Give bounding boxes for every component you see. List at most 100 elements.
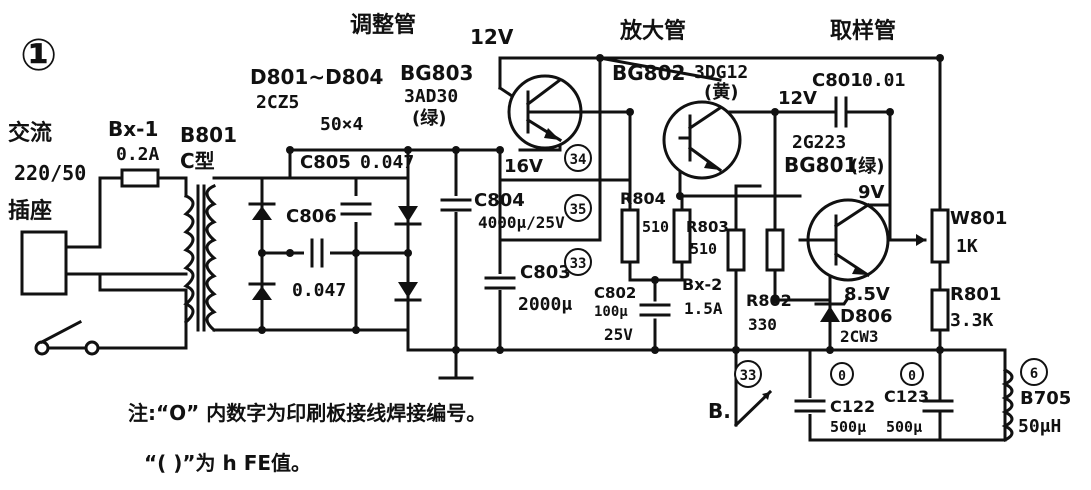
cap-c802 bbox=[639, 302, 671, 318]
cap-c805 bbox=[340, 196, 372, 222]
rectifier-spec2: 50×4 bbox=[320, 114, 364, 135]
power-switch bbox=[34, 319, 100, 356]
r801-name: R801 bbox=[950, 284, 1001, 305]
bg801-name: BG801 bbox=[784, 153, 857, 177]
d806-part: 2CW3 bbox=[840, 327, 879, 346]
bg803-voltage-top: 12V bbox=[470, 25, 514, 49]
output-b-label: B. bbox=[708, 399, 731, 423]
resistor-r801 bbox=[930, 288, 950, 332]
junction-dots bbox=[258, 54, 944, 354]
fuse-bx1-name: Bx-1 bbox=[108, 117, 158, 141]
c805-name: C805 bbox=[300, 152, 351, 173]
c806-name: C806 bbox=[286, 206, 337, 227]
zener-d806 bbox=[814, 295, 851, 322]
c804-name: C804 bbox=[474, 190, 525, 211]
c803-name: C803 bbox=[520, 262, 571, 283]
output-arrow bbox=[733, 348, 773, 428]
socket-label: 插座 bbox=[8, 198, 52, 224]
cap-c122 bbox=[794, 398, 826, 414]
pad-c122: 0 bbox=[838, 369, 846, 384]
transformer-type: C型 bbox=[180, 149, 215, 173]
bg801-title: 取样管 bbox=[830, 18, 896, 44]
bg803-name: BG803 bbox=[400, 61, 473, 85]
c805-value: 0.047 bbox=[360, 152, 414, 173]
figure-number: ① bbox=[20, 30, 57, 81]
note-line-2: “( )”为 h FE值。 bbox=[144, 451, 311, 475]
r802-name: R802 bbox=[746, 291, 792, 310]
bg803-part: 3AD30 bbox=[404, 86, 458, 107]
wiper-arrow-icon bbox=[916, 234, 926, 246]
bg801-voltage-e: 8.5V bbox=[844, 284, 890, 305]
bg802-part: 3DG12 bbox=[694, 62, 748, 83]
r803-value: 510 bbox=[690, 240, 717, 258]
cap-c801 bbox=[818, 96, 864, 128]
fuse-bx2 bbox=[726, 228, 746, 272]
c123-value: 500μ bbox=[886, 418, 922, 436]
bg801-part: 2G223 bbox=[792, 132, 846, 153]
bridge-diodes bbox=[248, 202, 422, 302]
transformer-b801 bbox=[183, 184, 217, 333]
bg802-title: 放大管 bbox=[619, 18, 686, 44]
transistor-bg803 bbox=[507, 74, 583, 150]
pad-output: 33 bbox=[740, 368, 757, 384]
transistor-bg801 bbox=[798, 198, 892, 282]
bg803-title: 调整管 bbox=[350, 12, 416, 38]
resistor-r802 bbox=[765, 228, 785, 272]
c122-value: 500μ bbox=[830, 418, 866, 436]
pad-34: 34 bbox=[570, 152, 587, 168]
rectifier-names: D801~D804 bbox=[250, 65, 383, 89]
r802-value: 330 bbox=[748, 315, 777, 334]
c804-value: 4000μ/25V bbox=[478, 213, 565, 232]
coil-b705 bbox=[1001, 367, 1014, 443]
c802-voltage: 25V bbox=[604, 325, 633, 344]
note-line-1: 注:“O” 内数字为印刷板接线焊接编号。 bbox=[128, 401, 486, 425]
fuse-bx1-rating: 0.2A bbox=[116, 144, 160, 165]
bg803-voltage-bottom: 16V bbox=[504, 156, 543, 177]
pad-35: 35 bbox=[570, 202, 587, 218]
rectifier-spec1: 2CZ5 bbox=[256, 92, 299, 113]
r801-value: 3.3K bbox=[950, 310, 994, 331]
bg801-voltage-c: 9V bbox=[858, 182, 885, 203]
resistor-r804 bbox=[620, 208, 640, 264]
c123-name: C123 bbox=[884, 387, 929, 406]
c802-name: C802 bbox=[594, 284, 636, 302]
w801-name: W801 bbox=[950, 208, 1007, 229]
c802-value: 100μ bbox=[594, 304, 628, 320]
mains-ac-label: 交流 bbox=[8, 120, 52, 146]
cap-c804 bbox=[440, 196, 472, 212]
d806-name: D806 bbox=[840, 306, 893, 327]
c801-value: 0.01 bbox=[862, 70, 905, 91]
transistor-bg802 bbox=[662, 100, 742, 180]
bg802-voltage: 12V bbox=[778, 88, 817, 109]
socket bbox=[20, 230, 68, 296]
bg802-hfe: (黄) bbox=[704, 81, 738, 103]
c803-value: 2000μ bbox=[518, 294, 572, 315]
w801-value: 1K bbox=[956, 236, 978, 257]
pad-33: 33 bbox=[570, 256, 587, 272]
potentiometer-w801 bbox=[930, 208, 950, 264]
fuse-bx2-name: Bx-2 bbox=[682, 275, 722, 294]
c806-value: 0.047 bbox=[292, 280, 346, 301]
labels: ① 交流 220/50 插座 Bx-1 0.2A B801 C型 D801~D8… bbox=[8, 12, 1071, 475]
cap-c123 bbox=[922, 348, 954, 442]
bg802-name: BG802 bbox=[612, 61, 685, 85]
pad-c123: 0 bbox=[908, 369, 916, 384]
c122-name: C122 bbox=[830, 397, 875, 416]
r804-value: 510 bbox=[642, 218, 669, 236]
c801-name: C801 bbox=[812, 70, 863, 91]
fuse-bx1 bbox=[120, 168, 160, 188]
r803-name: R803 bbox=[686, 218, 729, 236]
pads: 34 35 33 33 0 0 6 bbox=[564, 144, 1048, 388]
cap-c806 bbox=[304, 238, 330, 268]
cap-c803 bbox=[484, 274, 516, 290]
r804-name: R804 bbox=[620, 189, 666, 208]
pad-6: 6 bbox=[1030, 366, 1038, 382]
resistor-r803 bbox=[672, 208, 692, 264]
coil-value: 50μH bbox=[1018, 416, 1061, 437]
fuse-bx2-rating: 1.5A bbox=[684, 299, 723, 318]
coil-name: B705 bbox=[1020, 388, 1071, 409]
mains-voltage-label: 220/50 bbox=[14, 161, 86, 185]
transformer-name: B801 bbox=[180, 123, 237, 147]
bg803-hfe: (绿) bbox=[412, 107, 446, 129]
